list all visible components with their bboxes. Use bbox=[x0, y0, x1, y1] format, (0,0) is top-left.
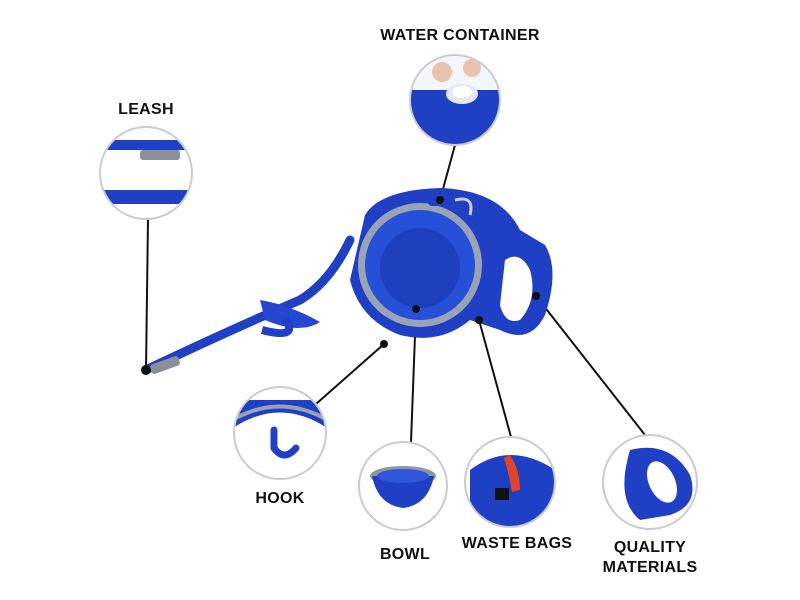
label-bowl: BOWL bbox=[379, 546, 431, 563]
callout-water-container bbox=[409, 54, 501, 146]
label-hook: HOOK bbox=[255, 490, 305, 507]
label-leash: LEASH bbox=[118, 101, 174, 118]
label-quality-materials: QUALITY MATERIALS bbox=[585, 538, 715, 578]
leader-waste-bags bbox=[478, 319, 512, 438]
label-quality-line2: MATERIALS bbox=[602, 559, 698, 576]
leash-strap bbox=[145, 235, 355, 374]
callout-hook bbox=[233, 386, 327, 480]
callout-bowl bbox=[358, 441, 448, 531]
leader-hook bbox=[315, 343, 385, 405]
leader-leash bbox=[145, 218, 149, 371]
callout-leash bbox=[99, 126, 193, 220]
leader-quality bbox=[535, 295, 646, 436]
callout-quality-materials bbox=[602, 434, 698, 530]
leash-reel bbox=[141, 188, 553, 375]
label-waste-bags: WASTE BAGS bbox=[461, 535, 573, 552]
label-quality-line1: QUALITY bbox=[613, 539, 687, 556]
label-water-container: WATER CONTAINER bbox=[380, 27, 540, 44]
callout-waste-bags bbox=[464, 436, 556, 528]
